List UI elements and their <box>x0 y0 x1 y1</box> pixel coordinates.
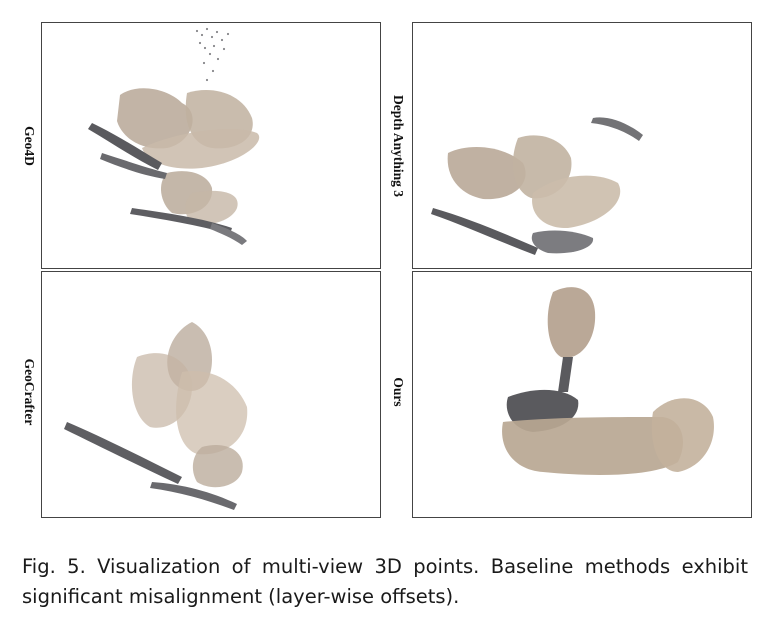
ours-point-cloud <box>502 287 714 475</box>
panel-label-ours: Ours <box>391 377 406 407</box>
point-cloud-panel-geocrafter <box>41 271 381 518</box>
point-cloud-panel-geo4d <box>41 22 381 269</box>
depth-anything-3-point-cloud <box>431 117 643 255</box>
figure-caption: Fig. 5. Visualization of multi-view 3D p… <box>22 555 748 608</box>
point-cloud-panel-depth-anything-3 <box>412 22 752 269</box>
point-cloud-panel-ours <box>412 271 752 518</box>
panel-label-geo4d: Geo4D <box>22 126 37 166</box>
geo4d-point-cloud <box>88 27 260 245</box>
geocrafter-point-cloud <box>64 322 248 510</box>
panel-label-geocrafter: GeoCrafter <box>22 358 37 426</box>
panel-label-depth-anything-3: Depth Anything 3 <box>391 94 406 198</box>
